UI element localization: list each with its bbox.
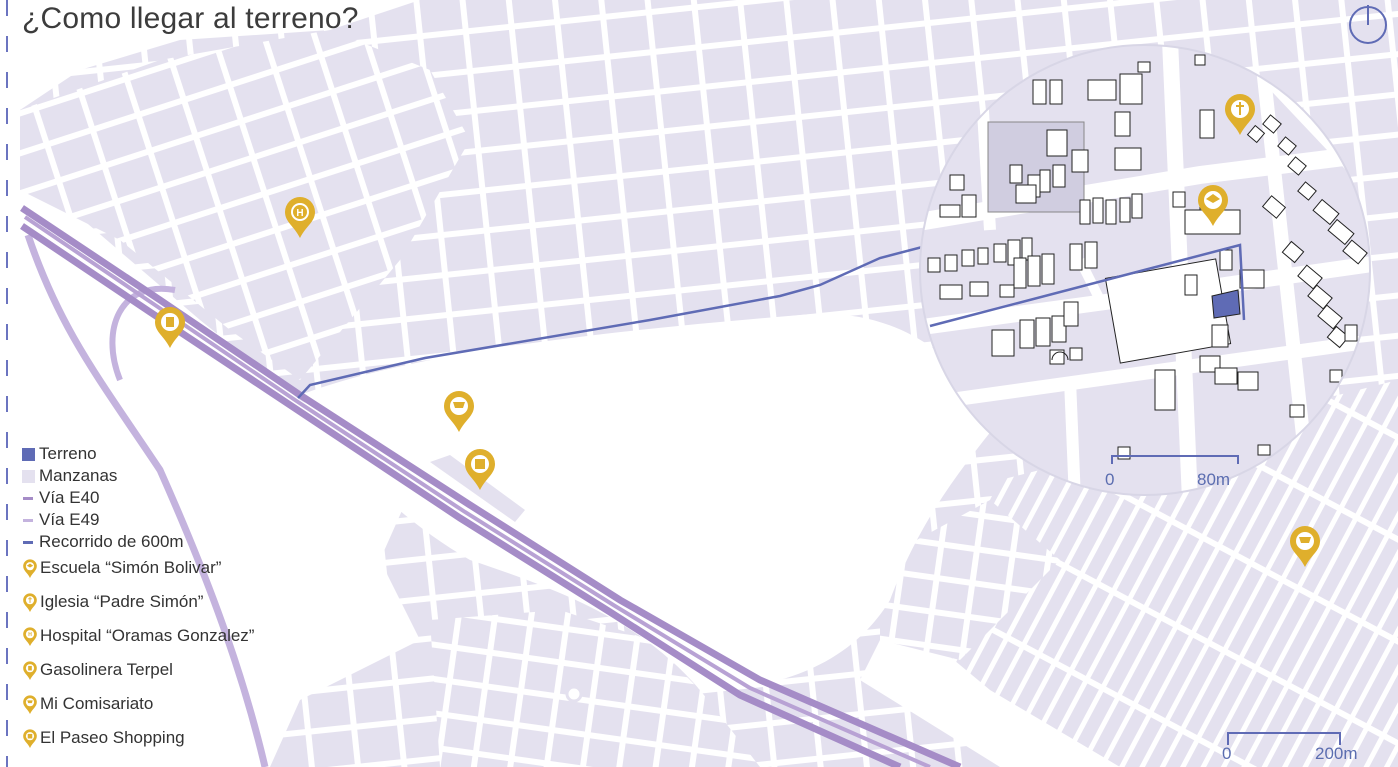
church-pin-icon [1225, 94, 1255, 135]
hospital-pin-icon: H [285, 197, 315, 238]
manzanas-swatch [22, 469, 35, 483]
zoom-scale-bar [1111, 455, 1239, 464]
legend-recorrido-label: Recorrido de 600m [39, 532, 184, 551]
via-e49 [24, 233, 269, 767]
legend-gasolinera: Gasolinera Terpel [22, 660, 173, 680]
legend-escuela-label: Escuela “Simón Bolivar” [40, 558, 222, 577]
legend-hospital-label: Hospital “Oramas Gonzalez” [40, 626, 255, 645]
legend-via-e49: Vía E49 [22, 510, 100, 530]
svg-text:H: H [28, 632, 32, 638]
recorrido-route [297, 243, 931, 399]
via-e40-swatch [23, 496, 33, 500]
legend-manzanas-label: Manzanas [39, 466, 118, 485]
terreno-swatch [22, 447, 35, 461]
recorrido-route-zoom [929, 243, 1246, 328]
legend-iglesia-label: Iglesia “Padre Simón” [40, 592, 204, 611]
terreno-parcel [1211, 289, 1241, 319]
legend-via-e40: Vía E40 [22, 488, 100, 508]
legend-paseo: El Paseo Shopping [22, 728, 185, 748]
gas-station-pin-icon [23, 661, 37, 680]
church-pin-icon [23, 593, 37, 612]
page-title: ¿Como llegar al terreno? [22, 2, 359, 35]
school-pin-icon [23, 559, 37, 578]
legend-comisariato-label: Mi Comisariato [40, 694, 154, 713]
legend-terreno-label: Terreno [39, 444, 97, 463]
shopping-mall-pin-icon [23, 729, 37, 748]
legend-gasolinera-label: Gasolinera Terpel [40, 660, 173, 679]
supermarket-pin-icon [23, 695, 37, 714]
legend-via-e49-label: Vía E49 [39, 510, 100, 529]
zoom-scale-end: 80m [1197, 470, 1231, 489]
legend-hospital: H Hospital “Oramas Gonzalez” [22, 626, 254, 646]
svg-text:H: H [296, 208, 303, 219]
main-scale-end: 200m [1315, 744, 1358, 763]
north-arrow-icon [1349, 5, 1387, 44]
supermarket-pin-icon [1290, 526, 1320, 567]
legend-paseo-label: El Paseo Shopping [40, 728, 185, 747]
school-pin-icon [1198, 185, 1228, 226]
legend-terreno: Terreno [22, 444, 97, 464]
legend-iglesia: Iglesia “Padre Simón” [22, 592, 203, 612]
left-dashed-border [6, 0, 8, 767]
hospital-pin-icon: H [23, 627, 37, 646]
main-scale-bar [1227, 732, 1341, 745]
legend-comisariato: Mi Comisariato [22, 694, 153, 714]
shopping-mall-pin-icon [465, 449, 495, 490]
legend-manzanas: Manzanas [22, 466, 117, 486]
supermarket-pin-icon [444, 391, 474, 432]
legend-via-e40-label: Vía E40 [39, 488, 100, 507]
recorrido-swatch [23, 540, 33, 544]
main-scale-start: 0 [1222, 744, 1232, 763]
zoom-inset [919, 44, 1371, 496]
legend-recorrido: Recorrido de 600m [22, 532, 184, 552]
zoom-scale-start: 0 [1105, 470, 1115, 489]
via-e49-swatch [23, 518, 33, 522]
legend-escuela: Escuela “Simón Bolivar” [22, 558, 221, 578]
via-e40 [20, 205, 962, 767]
gas-station-pin-icon [155, 307, 185, 348]
